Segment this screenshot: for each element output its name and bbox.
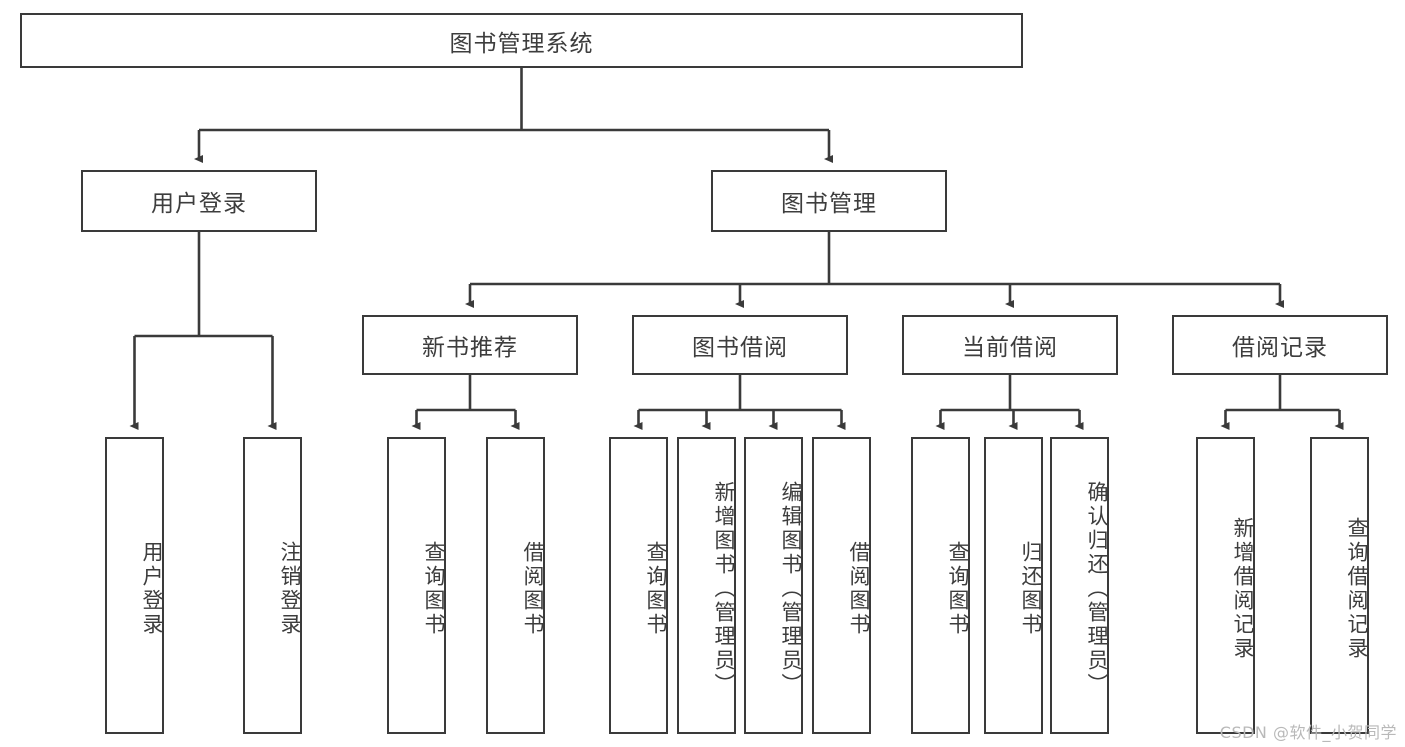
node-leaf-confirm-return-admin[interactable]: 确认归还（管理员） <box>1050 437 1109 734</box>
node-leaf-return-book[interactable]: 归还图书 <box>984 437 1043 734</box>
csdn-watermark: CSDN @软件_小贺同学 <box>1219 723 1397 742</box>
node-label: 新增借阅记录 <box>1231 516 1255 661</box>
node-label: 借阅图书 <box>847 540 871 637</box>
node-leaf-add-borrow-record[interactable]: 新增借阅记录 <box>1196 437 1255 734</box>
node-leaf-user-login[interactable]: 用户登录 <box>105 437 164 734</box>
node-leaf-query-book-3[interactable]: 查询图书 <box>911 437 970 734</box>
node-label: 编辑图书（管理员） <box>779 480 803 697</box>
node-leaf-add-book-admin[interactable]: 新增图书（管理员） <box>677 437 736 734</box>
node-label: 查询图书 <box>644 540 668 637</box>
node-label: 借阅记录 <box>1232 335 1328 361</box>
node-leaf-borrow-book-2[interactable]: 借阅图书 <box>812 437 871 734</box>
node-label: 查询借阅记录 <box>1345 516 1369 661</box>
node-label: 用户登录 <box>140 540 164 637</box>
node-label: 借阅图书 <box>521 540 545 637</box>
node-label: 图书管理系统 <box>449 30 594 57</box>
node-label: 查询图书 <box>946 540 970 637</box>
node-user-login[interactable]: 用户登录 <box>81 170 317 232</box>
node-leaf-query-book-1[interactable]: 查询图书 <box>387 437 446 734</box>
node-label: 注销登录 <box>278 540 302 637</box>
node-label: 用户登录 <box>151 191 247 217</box>
node-new-book-recommend[interactable]: 新书推荐 <box>362 315 578 375</box>
node-label: 确认归还（管理员） <box>1085 480 1109 697</box>
node-root[interactable]: 图书管理系统 <box>20 13 1023 68</box>
node-borrow-record[interactable]: 借阅记录 <box>1172 315 1388 375</box>
node-leaf-user-logout[interactable]: 注销登录 <box>243 437 302 734</box>
node-label: 查询图书 <box>422 540 446 637</box>
node-leaf-edit-book-admin[interactable]: 编辑图书（管理员） <box>744 437 803 734</box>
node-label: 图书借阅 <box>692 335 788 361</box>
node-label: 归还图书 <box>1019 540 1043 637</box>
node-leaf-borrow-book-1[interactable]: 借阅图书 <box>486 437 545 734</box>
node-book-borrow[interactable]: 图书借阅 <box>632 315 848 375</box>
node-label: 新增图书（管理员） <box>712 480 736 697</box>
node-label: 当前借阅 <box>962 335 1058 361</box>
node-leaf-query-book-2[interactable]: 查询图书 <box>609 437 668 734</box>
node-book-manage[interactable]: 图书管理 <box>711 170 947 232</box>
node-leaf-query-borrow-record[interactable]: 查询借阅记录 <box>1310 437 1369 734</box>
node-label: 新书推荐 <box>422 335 518 361</box>
node-label: 图书管理 <box>781 191 877 217</box>
node-current-borrow[interactable]: 当前借阅 <box>902 315 1118 375</box>
